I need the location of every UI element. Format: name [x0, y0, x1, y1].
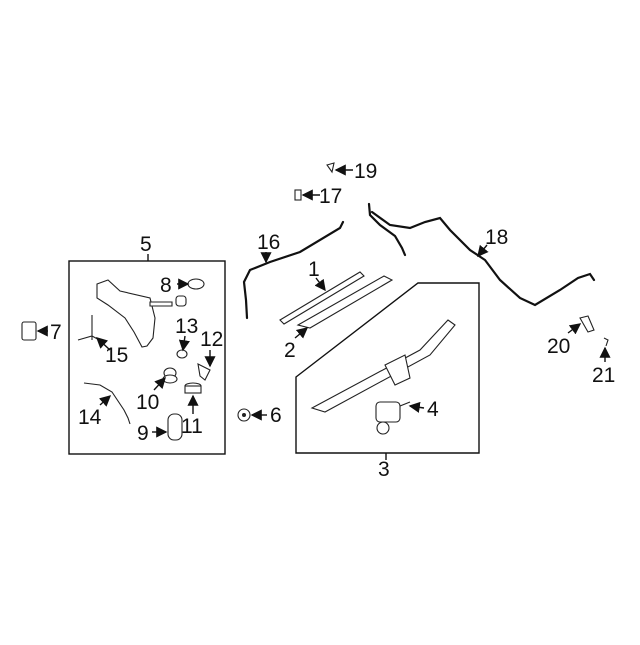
callout-14: 14	[78, 406, 102, 429]
callout-2: 2	[284, 339, 296, 362]
callout-17: 17	[319, 185, 342, 208]
callout-18: 18	[485, 226, 508, 249]
callout-12: 12	[200, 328, 223, 351]
callout-9: 9	[137, 422, 149, 445]
filter-11	[184, 382, 202, 394]
clip-21	[603, 337, 609, 347]
callout-7: 7	[50, 321, 62, 344]
washer-reservoir	[96, 279, 187, 348]
connector-12	[197, 363, 211, 381]
pump-9	[167, 413, 183, 441]
clip-20	[579, 315, 595, 333]
callout-4: 4	[427, 398, 439, 421]
fastener-6	[237, 408, 251, 422]
grommet-10	[162, 367, 178, 384]
washer-hose-16	[242, 220, 345, 320]
callout-8: 8	[160, 274, 172, 297]
leader-lines	[36, 164, 611, 438]
nut-17	[294, 189, 302, 201]
wiper-motor-4	[375, 401, 411, 435]
callout-3: 3	[378, 458, 390, 481]
wiper-arm-2	[296, 275, 394, 329]
wiper-linkage-3	[310, 319, 456, 413]
callout-21: 21	[592, 364, 615, 387]
wiper-blade-1	[279, 271, 365, 325]
callout-6: 6	[270, 404, 282, 427]
callout-11: 11	[181, 415, 203, 438]
callout-20: 20	[547, 335, 570, 358]
seal-13	[176, 349, 188, 359]
wiper-linkage-group-box	[295, 282, 480, 460]
callout-labels: 5 8 13 12 15 7 10 14 11 9 6 16 1 2 3 4 1…	[50, 160, 615, 481]
wiring-harness-18	[367, 202, 596, 307]
reservoir-cap	[187, 278, 205, 290]
clip-7	[21, 321, 37, 341]
washer-reservoir-group-box	[68, 254, 226, 455]
callout-10: 10	[136, 391, 159, 414]
callout-19: 19	[354, 160, 377, 183]
callout-1: 1	[308, 258, 320, 281]
callout-15: 15	[105, 344, 128, 367]
bracket-15	[77, 315, 104, 343]
cap-19	[326, 162, 335, 174]
callout-13: 13	[175, 315, 198, 338]
callout-5: 5	[140, 233, 152, 256]
callout-16: 16	[257, 231, 280, 254]
